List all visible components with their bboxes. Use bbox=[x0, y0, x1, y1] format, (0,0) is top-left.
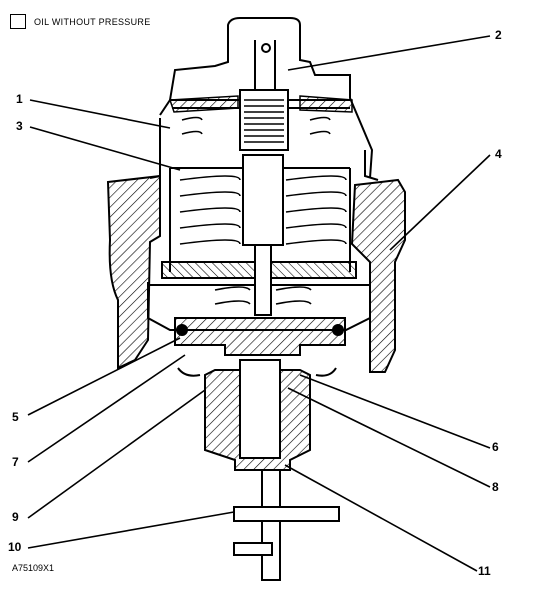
figure-id: A75109X1 bbox=[12, 563, 55, 573]
lower-stem bbox=[261, 469, 281, 581]
legend-label: OIL WITHOUT PRESSURE bbox=[34, 16, 151, 27]
callout-8: 8 bbox=[492, 480, 499, 494]
coil-springs bbox=[179, 116, 347, 305]
cross-pin bbox=[233, 506, 340, 522]
callout-4: 4 bbox=[495, 147, 502, 161]
housing-right bbox=[350, 178, 406, 373]
callout-6: 6 bbox=[492, 440, 499, 454]
o-ring-left bbox=[176, 324, 188, 336]
callout-1: 1 bbox=[16, 92, 23, 106]
callout-3: 3 bbox=[16, 119, 23, 133]
callout-11: 11 bbox=[478, 564, 491, 578]
callout-9: 9 bbox=[12, 510, 19, 524]
callout-5: 5 bbox=[12, 410, 19, 424]
piston bbox=[174, 317, 346, 356]
callout-7: 7 bbox=[12, 455, 19, 469]
o-ring-right bbox=[332, 324, 344, 336]
housing-left bbox=[106, 174, 161, 370]
leader-lines bbox=[27, 35, 491, 572]
callout-10: 10 bbox=[8, 540, 22, 554]
central-stem bbox=[239, 89, 289, 316]
callout-2: 2 bbox=[495, 28, 502, 42]
legend: OIL WITHOUT PRESSURE bbox=[10, 14, 151, 29]
valve-spool bbox=[239, 359, 281, 459]
legend-swatch-oil-without-pressure bbox=[10, 14, 26, 29]
lower-pin bbox=[233, 542, 273, 556]
